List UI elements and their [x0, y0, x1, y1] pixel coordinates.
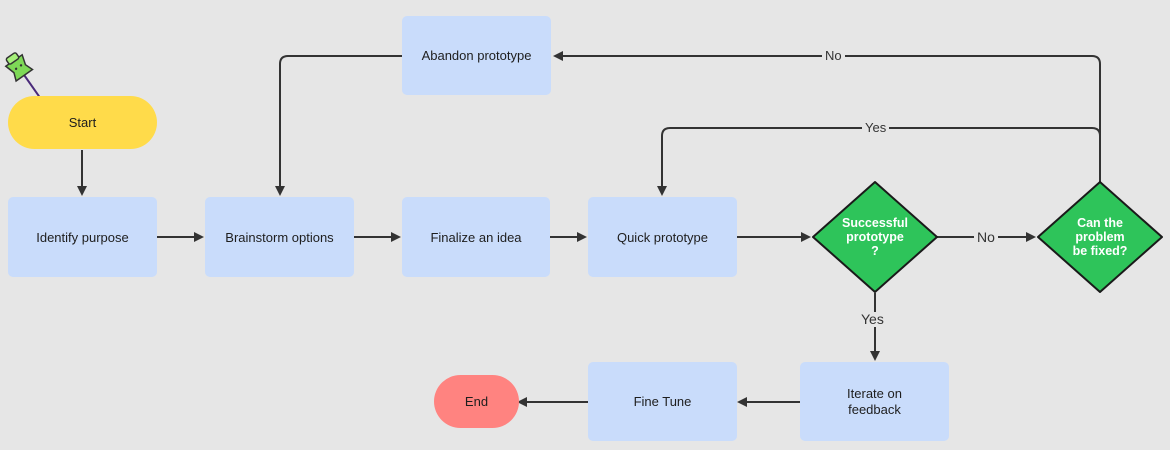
iterate-feedback-node[interactable]: Iterate on feedback [800, 362, 949, 441]
start-node[interactable]: Start [8, 96, 157, 149]
edge-abandon-brainstorm [275, 55, 402, 196]
edge-label-yes-iterate: Yes [858, 312, 887, 327]
brainstorm-options-node[interactable]: Brainstorm options [205, 197, 354, 277]
can-problem-be-fixed-decision[interactable]: Can the problem be fixed? [1072, 216, 1128, 258]
edge-label-no-abandon: No [822, 48, 845, 63]
pushpin-icon [4, 52, 43, 101]
identify-purpose-node[interactable]: Identify purpose [8, 197, 157, 277]
decision-successful-shape [812, 181, 938, 293]
abandon-prototype-node[interactable]: Abandon prototype [402, 16, 551, 95]
finalize-idea-node[interactable]: Finalize an idea [402, 197, 550, 277]
successful-prototype-decision[interactable]: Successful prototype ? [841, 216, 908, 258]
end-node[interactable]: End [434, 375, 519, 428]
edge-canfix-quick [657, 127, 1101, 196]
decision-canfix-shape [1037, 181, 1163, 293]
fine-tune-node[interactable]: Fine Tune [588, 362, 737, 441]
quick-prototype-node[interactable]: Quick prototype [588, 197, 737, 277]
edge-label-no-fix: No [974, 230, 998, 245]
edge-label-yes-quick: Yes [862, 120, 890, 135]
edge-canfix-abandon [553, 51, 1101, 183]
